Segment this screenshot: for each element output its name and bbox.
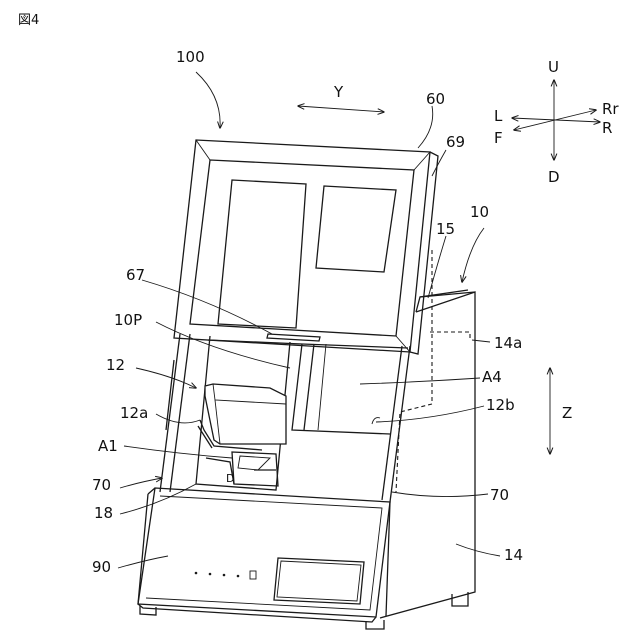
label-y: Y [333,83,344,101]
label-10: 10 [470,203,489,221]
direction-compass: U D L F Rr R [494,58,619,186]
y-axis-arrow [298,106,384,112]
reference-labels: 100 Y 60 69 10 15 67 14a 10P 12 A4 12a 1… [92,48,572,576]
lower-cabinet-90 [138,488,390,629]
label-15: 15 [436,220,455,238]
label-12a: 12a [120,404,148,422]
label-100: 100 [176,48,205,66]
label-70-left: 70 [92,476,111,494]
label-a4: A4 [482,368,502,386]
label-67: 67 [126,266,145,284]
figure-label: 図4 [18,13,39,28]
label-10p: 10P [114,311,142,329]
compass-rear-right: Rr [602,100,619,118]
label-60: 60 [426,90,445,108]
upper-cover-60 [174,140,438,354]
label-14: 14 [504,546,523,564]
compass-left: L [494,107,503,125]
processing-chamber: D [160,334,410,502]
compass-right: R [602,119,612,137]
label-69: 69 [446,133,465,151]
compass-down: D [548,168,560,186]
label-z: Z [562,404,572,422]
label-70-right: 70 [490,486,509,504]
label-a1: A1 [98,437,118,455]
compass-up: U [548,58,559,76]
label-18: 18 [94,504,113,522]
label-12: 12 [106,356,125,374]
label-14a: 14a [494,334,522,352]
dashed-internal-14a [430,332,470,338]
label-90: 90 [92,558,111,576]
small-d-mark: D [226,472,234,485]
compass-front: F [494,129,503,147]
label-12b: 12b [486,396,515,414]
side-body-14 [380,290,475,618]
